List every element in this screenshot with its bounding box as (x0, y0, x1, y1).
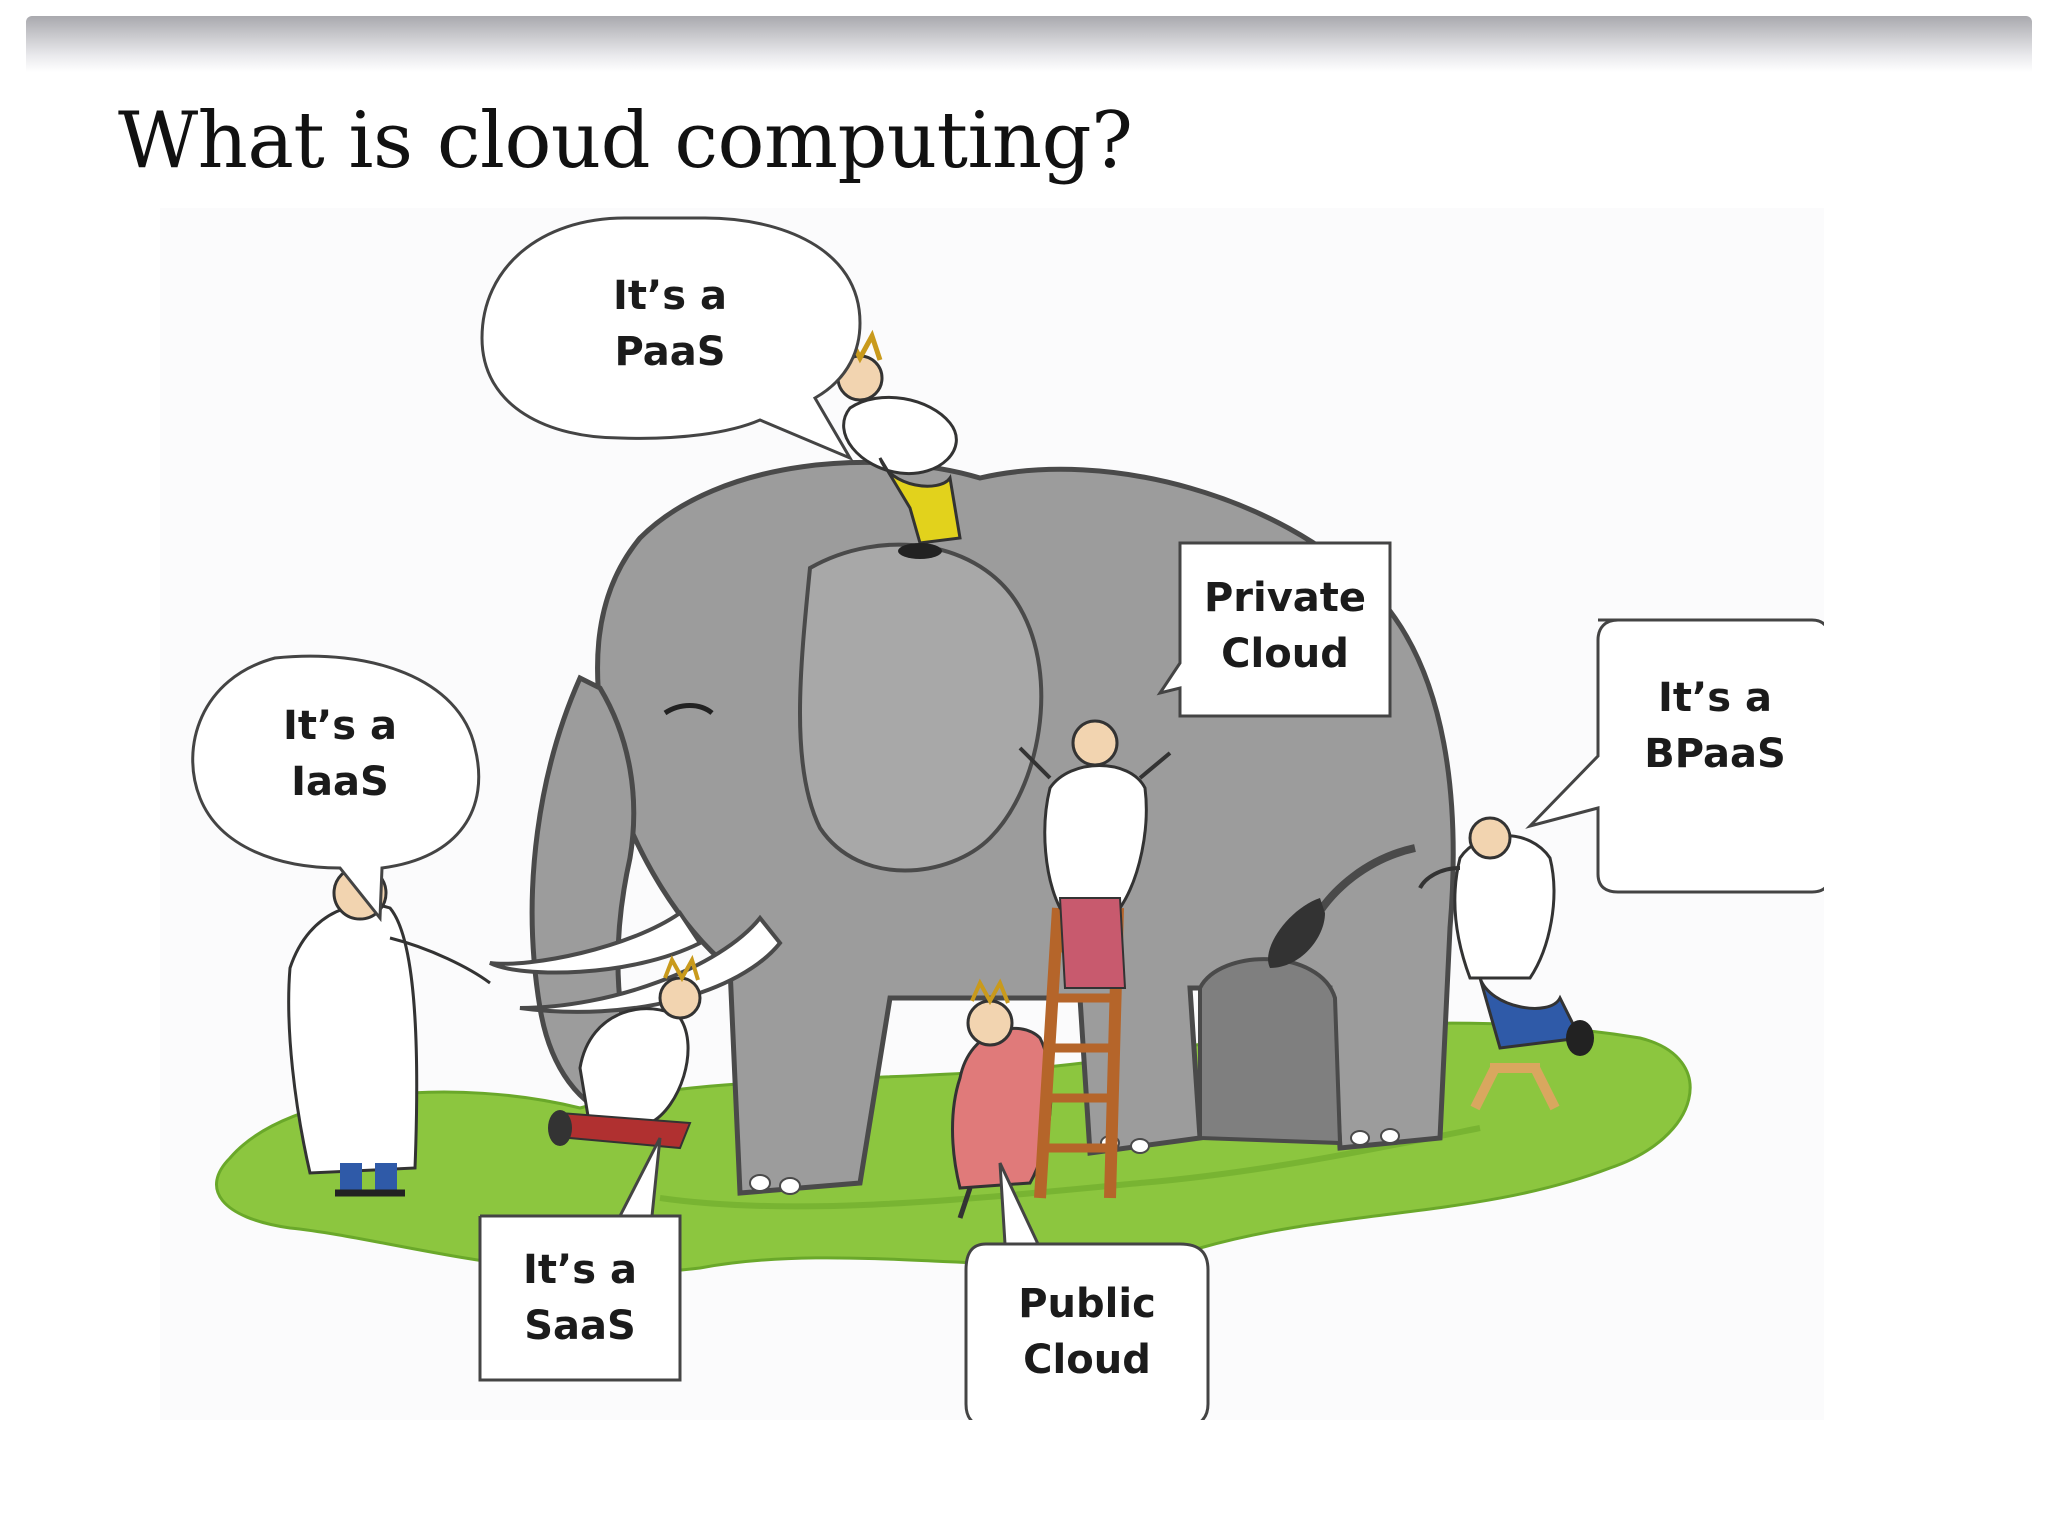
private-cloud-bubble-line1: Private (1203, 575, 1367, 621)
paas-bubble-line2: PaaS (614, 329, 726, 375)
saas-bubble-line2: SaaS (524, 1303, 636, 1349)
iaas-bubble-shape (191, 654, 481, 923)
bpaas-bubble-shape (1525, 618, 1824, 894)
public-cloud-bubble-line1: Public (1018, 1281, 1156, 1327)
bpaas-bubble-line2: BPaaS (1644, 731, 1786, 777)
elephant-tusk-left (489, 910, 703, 975)
saas-bubble-shape (478, 1137, 682, 1382)
cartoon-illustration (191, 216, 1824, 1420)
elephant-eye (663, 703, 714, 716)
man-on-stool (1418, 816, 1594, 1111)
iaas-bubble-line2: IaaS (291, 759, 389, 805)
woman-pink-dress (951, 978, 1053, 1219)
public-cloud-bubble-text: Public Cloud (966, 1276, 1208, 1388)
iaas-bubble-text: It’s a IaaS (220, 698, 460, 810)
elephant-ear (798, 542, 1044, 873)
elephant-tusk-right (519, 914, 783, 1014)
grass-shadow (659, 1125, 1481, 1210)
man-on-ladder (1018, 719, 1172, 989)
public-cloud-bubble-line2: Cloud (1023, 1337, 1151, 1383)
paas-bubble-shape (480, 216, 862, 462)
man-on-top (836, 329, 962, 559)
public-cloud-bubble-shape (964, 1162, 1210, 1420)
slide-header-bar (26, 16, 2032, 72)
elephant-leg-gap (1198, 957, 1343, 1146)
paas-bubble-line1: It’s a (613, 273, 727, 319)
private-cloud-bubble-text: Private Cloud (1180, 570, 1390, 682)
saas-bubble-line1: It’s a (523, 1247, 637, 1293)
bpaas-bubble-line1: It’s a (1658, 675, 1772, 721)
bpaas-bubble-text: It’s a BPaaS (1600, 670, 1830, 782)
cloud-elephant-cartoon: It’s a PaaS It’s a IaaS Private Cloud It… (160, 208, 1824, 1420)
iaas-bubble-line1: It’s a (283, 703, 397, 749)
private-cloud-bubble-line2: Cloud (1221, 631, 1349, 677)
paas-bubble-text: It’s a PaaS (540, 268, 800, 380)
saas-bubble-text: It’s a SaaS (480, 1242, 680, 1354)
man-crouching-front (548, 954, 702, 1150)
slide-title: What is cloud computing? (118, 96, 1133, 186)
private-cloud-bubble-shape (1156, 541, 1392, 718)
elephant-tail-tuft (1268, 898, 1325, 968)
